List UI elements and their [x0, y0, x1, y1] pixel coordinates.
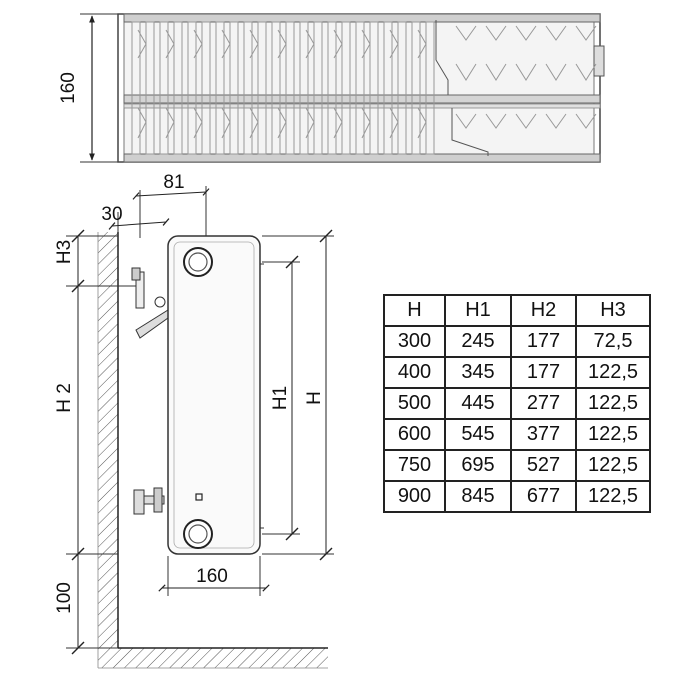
cell-h: 400 [383, 356, 446, 389]
table-row: 900 845 677 122,5 [383, 480, 651, 513]
table-row: 500 445 277 122,5 [383, 387, 651, 420]
cell-h2: 377 [510, 418, 577, 451]
width-160-label: 160 [196, 566, 228, 587]
radiator-side-body [167, 235, 264, 555]
top-connection-port [183, 247, 213, 277]
h3-label: H3 [54, 240, 75, 264]
h-label: H [304, 391, 325, 405]
cell-h: 600 [383, 418, 446, 451]
table-row: 600 545 377 122,5 [383, 418, 651, 451]
bottom-connection-port [183, 519, 213, 549]
cell-h1: 695 [444, 449, 512, 482]
header-h1: H1 [444, 294, 512, 327]
cell-h3: 122,5 [575, 356, 651, 389]
cell-h2: 177 [510, 356, 577, 389]
table-header-row: H H1 H2 H3 [383, 294, 651, 327]
cell-h2: 177 [510, 325, 577, 358]
cell-h2: 527 [510, 449, 577, 482]
top-view-radiator-body [117, 13, 605, 163]
cell-h1: 445 [444, 387, 512, 420]
cell-h3: 122,5 [575, 449, 651, 482]
cell-h2: 277 [510, 387, 577, 420]
cell-h3: 72,5 [575, 325, 651, 358]
cell-h: 500 [383, 387, 446, 420]
header-h2: H2 [510, 294, 577, 327]
cell-h1: 245 [444, 325, 512, 358]
dimension-table: H H1 H2 H3 300 245 177 72,5 400 345 177 … [383, 294, 651, 513]
cell-h: 900 [383, 480, 446, 513]
table-row: 300 245 177 72,5 [383, 325, 651, 358]
table-row: 400 345 177 122,5 [383, 356, 651, 389]
table-row: 750 695 527 122,5 [383, 449, 651, 482]
header-h: H [383, 294, 446, 327]
wall-bracket [131, 267, 169, 515]
top-view-fins [131, 21, 597, 155]
cell-h: 300 [383, 325, 446, 358]
wall-gap-30-label: 30 [101, 204, 122, 225]
cell-h: 750 [383, 449, 446, 482]
h2-label: H 2 [54, 383, 75, 413]
cell-h3: 122,5 [575, 418, 651, 451]
offset-81-label: 81 [163, 172, 184, 193]
wall-and-floor [97, 232, 328, 669]
cell-h3: 122,5 [575, 480, 651, 513]
dimension-table-wrapper: H H1 H2 H3 300 245 177 72,5 400 345 177 … [383, 294, 651, 513]
top-view: 160 [58, 13, 605, 163]
cell-h1: 845 [444, 480, 512, 513]
header-h3: H3 [575, 294, 651, 327]
cell-h1: 545 [444, 418, 512, 451]
side-view: 81 30 H3 H 2 100 [54, 172, 334, 669]
h1-label: H1 [270, 386, 291, 410]
floor-gap-100-label: 100 [54, 582, 75, 614]
cell-h3: 122,5 [575, 387, 651, 420]
cell-h1: 345 [444, 356, 512, 389]
top-depth-label: 160 [58, 72, 79, 104]
cell-h2: 677 [510, 480, 577, 513]
